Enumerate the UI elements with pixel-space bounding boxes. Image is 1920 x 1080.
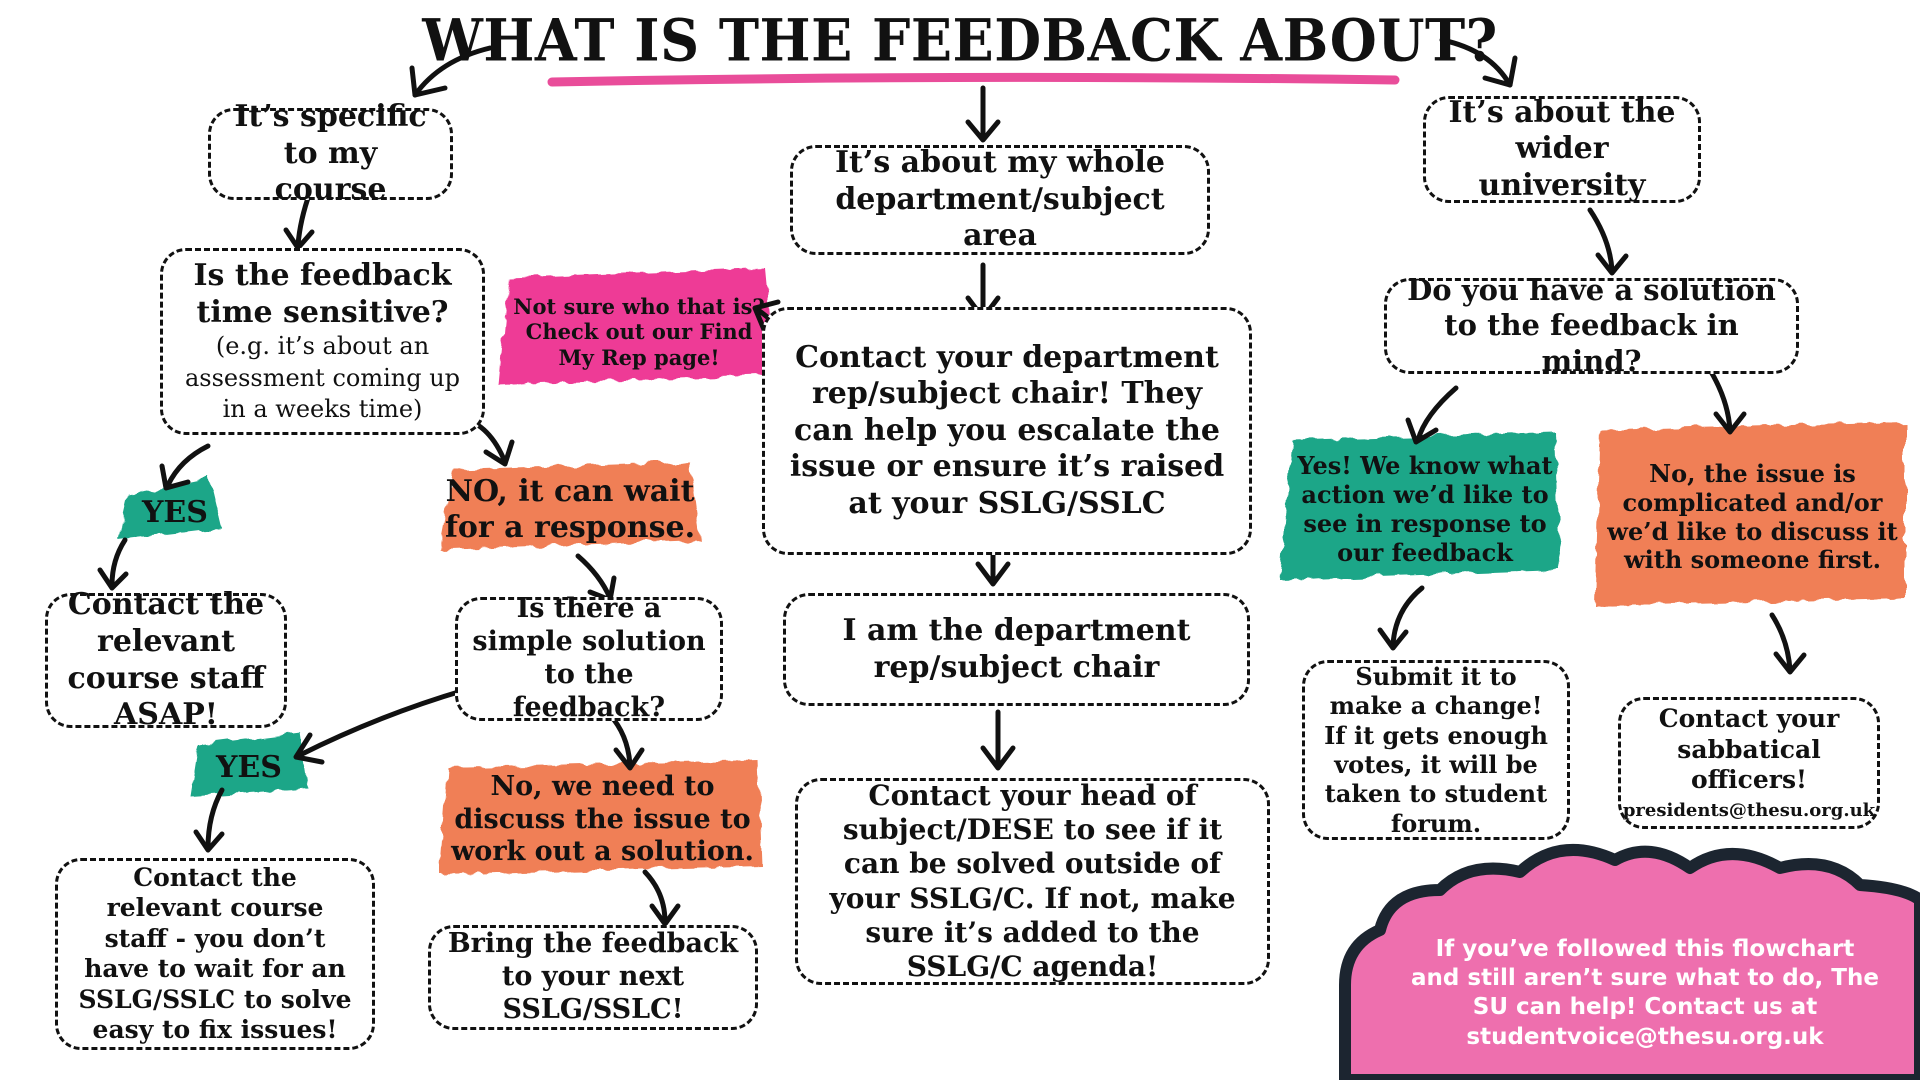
box-submit-change-text: Submit it to make a change! If it gets e… xyxy=(1324,662,1548,838)
box-whole-department-text: It’s about my whole department/subject a… xyxy=(835,145,1165,254)
arrow-rep-to-iam-head xyxy=(975,561,1011,587)
box-contact-sabbs-title: Contact your sabbatical officers! xyxy=(1658,704,1840,795)
label-no-discuss: No, we need to discuss the issue to work… xyxy=(451,771,754,868)
box-contact-sabbs: Contact your sabbatical officers! presid… xyxy=(1618,697,1880,829)
box-contact-rep-text: Contact your department rep/subject chai… xyxy=(789,339,1225,521)
box-submit-change: Submit it to make a change! If it gets e… xyxy=(1302,660,1570,840)
brush-yes-action xyxy=(1280,432,1560,580)
arrow-discuss-to-bring xyxy=(642,869,668,925)
title-underline xyxy=(547,72,1400,87)
page-title: WHAT IS THE FEEDBACK ABOUT? xyxy=(422,5,1498,75)
brush-find-rep xyxy=(498,268,775,385)
arrow-simple-to-yes-head xyxy=(293,732,325,765)
arrow-title-right-head xyxy=(1482,55,1518,88)
arrow-rep-to-find-head xyxy=(752,299,781,335)
box-time-sensitive-content: Is the feedback time sensitive? (e.g. it… xyxy=(173,258,472,425)
box-bring-to-sslg-text: Bring the feedback to your next SSLG/SSL… xyxy=(447,928,739,1025)
arrow-yes-to-submit-head xyxy=(1377,627,1409,651)
label-no-wait: NO, it can wait for a response. xyxy=(444,474,696,545)
arrow-time-to-yes-head xyxy=(159,463,191,491)
brush-no-complicated xyxy=(1595,422,1905,606)
box-simple-solution-text: Is there a simple solution to the feedba… xyxy=(472,593,706,723)
arrow-title-center-head xyxy=(965,119,1001,143)
arrow-yes-to-contact xyxy=(109,537,128,588)
box-i-am-rep: I am the department rep/subject chair xyxy=(783,593,1250,706)
box-contact-head: Contact your head of subject/DESE to see… xyxy=(795,778,1270,985)
arrow-yes-to-contact-head xyxy=(97,567,129,591)
arrow-wider-to-solution xyxy=(1587,207,1615,273)
brush-no-wait xyxy=(440,462,700,550)
arrow-title-right xyxy=(1439,37,1513,88)
label-no-complicated: No, the issue is complicated and/or we’d… xyxy=(1607,458,1898,575)
brush-no-discuss xyxy=(440,760,762,874)
box-contact-staff-asap-text: Contact the relevant course staff ASAP! xyxy=(67,587,265,733)
brush-yes-1 xyxy=(118,478,222,540)
label-yes-1: YES xyxy=(142,495,208,530)
arrow-solution-to-no-head xyxy=(1713,411,1747,435)
box-have-solution: Do you have a solution to the feedback i… xyxy=(1384,273,1799,378)
arrow-yes2-to-contact xyxy=(205,787,225,851)
box-contact-head-text: Contact your head of subject/DESE to see… xyxy=(829,779,1236,983)
box-whole-department: It’s about my whole department/subject a… xyxy=(790,145,1210,255)
box-contact-sabbs-content: Contact your sabbatical officers! presid… xyxy=(1623,704,1875,821)
arrow-no-to-sabbs-head xyxy=(1773,651,1807,675)
box-i-am-rep-text: I am the department rep/subject chair xyxy=(842,612,1191,685)
arrow-simple-to-yes xyxy=(297,687,468,758)
arrow-yes2-to-contact-head xyxy=(193,829,225,853)
arrow-no-to-sabbs xyxy=(1769,612,1793,673)
box-contact-staff-no-wait-text: Contact the relevant course staff - you … xyxy=(78,862,352,1045)
box-bring-to-sslg: Bring the feedback to your next SSLG/SSL… xyxy=(428,925,758,1030)
box-specific-course: It’s specific to my course xyxy=(208,99,453,207)
box-time-sensitive-title: Is the feedback time sensitive? xyxy=(193,258,452,330)
arrow-solution-to-yes-head xyxy=(1405,417,1439,445)
box-time-sensitive: Is the feedback time sensitive? (e.g. it… xyxy=(160,248,485,435)
arrow-no-to-simple xyxy=(575,553,613,601)
box-have-solution-text: Do you have a solution to the feedback i… xyxy=(1407,272,1776,378)
arrow-yes-to-submit xyxy=(1390,585,1425,648)
arrow-time-to-yes xyxy=(165,443,211,488)
arrow-title-left xyxy=(412,45,493,98)
box-specific-course-text: It’s specific to my course xyxy=(234,99,427,208)
help-cloud-text: If you’ve followed this flowchart and st… xyxy=(1411,936,1879,1050)
help-cloud xyxy=(1339,844,1920,1080)
box-simple-solution: Is there a simple solution to the feedba… xyxy=(455,593,723,723)
box-wider-university-text: It’s about the wider university xyxy=(1448,94,1676,203)
box-contact-staff-asap: Contact the relevant course staff ASAP! xyxy=(45,587,287,732)
label-find-my-rep: Not sure who that is? Check out our Find… xyxy=(513,294,765,370)
arrow-solution-to-yes xyxy=(1415,385,1459,443)
arrow-iam-to-head-head xyxy=(980,745,1016,771)
arrow-solution-to-no xyxy=(1707,367,1733,433)
arrow-title-left-head xyxy=(409,65,448,98)
arrow-time-to-no-head xyxy=(483,439,515,467)
label-yes-action: Yes! We know what action we’d like to se… xyxy=(1297,451,1553,567)
arrow-discuss-to-bring-head xyxy=(649,903,681,927)
arrow-wider-to-solution-head xyxy=(1595,252,1629,276)
box-contact-rep: Contact your department rep/subject chai… xyxy=(762,307,1252,555)
brush-yes-2 xyxy=(190,732,308,796)
box-contact-staff-no-wait: Contact the relevant course staff - you … xyxy=(55,858,375,1050)
box-time-sensitive-note: (e.g. it’s about an assessment coming up… xyxy=(184,332,461,423)
box-contact-sabbs-email: presidents@thesu.org.uk xyxy=(1622,799,1876,821)
label-yes-2: YES xyxy=(216,750,282,785)
box-wider-university: It’s about the wider university xyxy=(1423,94,1701,203)
arrow-simple-to-no-head xyxy=(613,747,645,771)
